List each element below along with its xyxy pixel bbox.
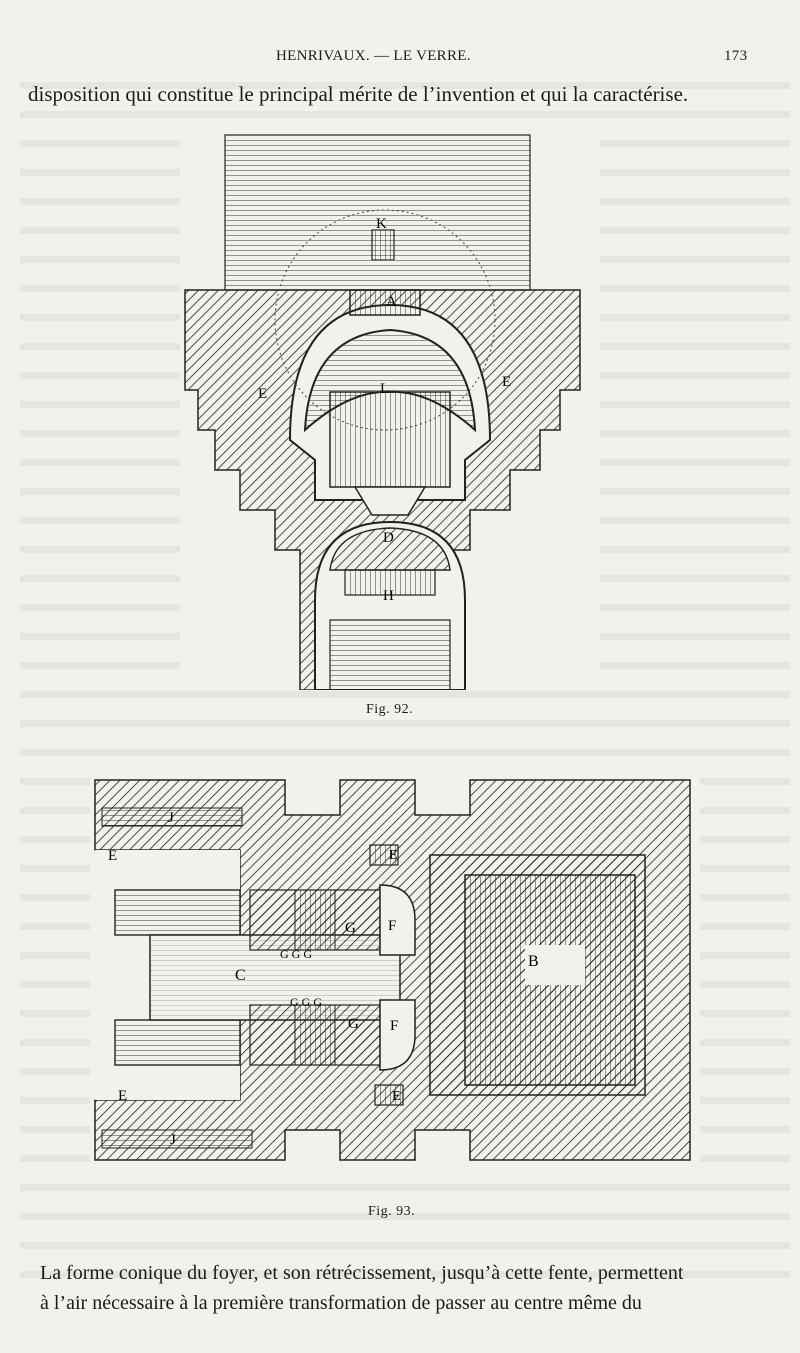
running-title: HENRIVAUX. — LE VERRE. bbox=[276, 48, 471, 64]
label-G-upper: G bbox=[345, 920, 356, 936]
label-D: D bbox=[383, 530, 394, 546]
figure-93-caption: Fig. 93. bbox=[368, 1204, 416, 1219]
label-E-left: E bbox=[258, 386, 267, 402]
label-E-left-bottom: E bbox=[118, 1088, 127, 1104]
label-GGG-lower: G G G bbox=[290, 995, 322, 1009]
figure-92-drawing: K A L E E D H bbox=[184, 134, 581, 690]
label-B: B bbox=[528, 953, 539, 970]
label-E-center-top: E bbox=[389, 848, 398, 863]
paragraph-line-1: La forme conique du foyer, et son rétréc… bbox=[40, 1262, 684, 1284]
label-J-top: J bbox=[168, 810, 174, 826]
body-text-line: disposition qui constitue le principal m… bbox=[28, 82, 689, 106]
body-paragraph: La forme conique du foyer, et son rétréc… bbox=[40, 1258, 780, 1318]
page-number: 173 bbox=[724, 48, 748, 64]
figure-92: K A L E E D H bbox=[180, 130, 600, 690]
label-H: H bbox=[383, 588, 394, 604]
label-A: A bbox=[386, 294, 397, 310]
label-L: L bbox=[380, 381, 389, 397]
label-J-bottom: J bbox=[170, 1132, 176, 1148]
paragraph-line-2: à l’air nécessaire à la première transfo… bbox=[40, 1292, 642, 1314]
label-F-upper: F bbox=[388, 918, 396, 934]
running-header: HENRIVAUX. — LE VERRE. 173 bbox=[0, 44, 800, 72]
label-G-lower: G bbox=[348, 1016, 359, 1032]
label-E-center-bottom: E bbox=[392, 1089, 401, 1104]
figure-93: J J E E E E G G G G G G G G F F C B bbox=[90, 770, 700, 1170]
label-C: C bbox=[235, 967, 246, 984]
label-GGG-upper: G G G bbox=[280, 947, 312, 961]
label-E-right: E bbox=[502, 374, 511, 390]
figure-92-caption: Fig. 92. bbox=[366, 702, 414, 717]
figure-93-drawing: J J E E E E G G G G G G G G F F C B bbox=[94, 779, 691, 1161]
label-F-lower: F bbox=[390, 1018, 398, 1034]
label-K: K bbox=[376, 216, 387, 232]
label-E-left-top: E bbox=[108, 848, 117, 864]
